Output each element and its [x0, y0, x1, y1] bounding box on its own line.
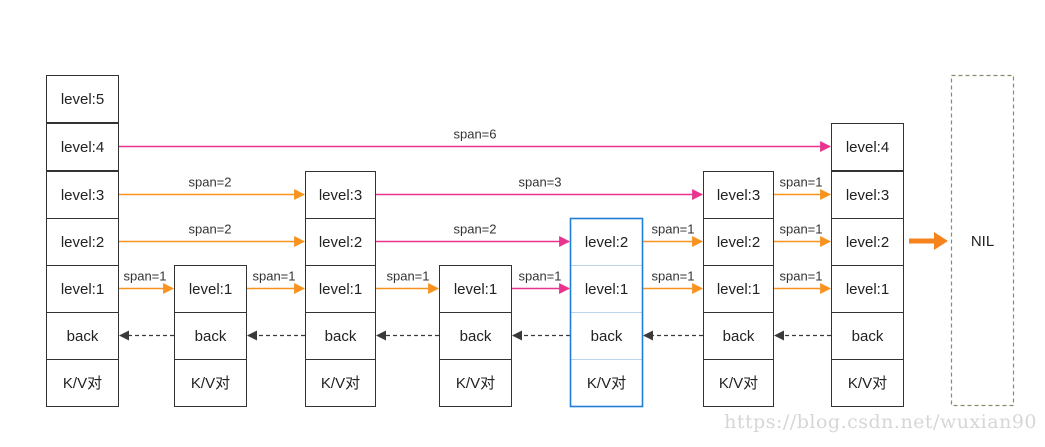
node-border	[305, 171, 376, 407]
span-label: span=1	[779, 222, 822, 237]
node-cell	[439, 265, 512, 313]
nil-node: NIL	[950, 74, 1015, 407]
cell-label: level:3	[61, 187, 104, 204]
span-label: span=1	[651, 222, 694, 237]
cell-label: level:3	[846, 187, 889, 204]
cell-label: level:4	[61, 139, 104, 156]
span-label: span=1	[518, 269, 561, 284]
cell-label: back	[325, 328, 357, 345]
span-label: span=1	[779, 175, 822, 190]
node-border	[46, 75, 119, 407]
cell-label: back	[723, 328, 755, 345]
cell-label: level:1	[717, 281, 760, 298]
cell-label: K/V对	[587, 375, 626, 392]
node-cell	[174, 312, 247, 360]
node-cell	[831, 312, 904, 360]
cell-label: level:1	[846, 281, 889, 298]
arrow-layer	[119, 141, 948, 341]
node-cell	[831, 265, 904, 313]
cell-label: K/V对	[848, 375, 887, 392]
span-label: span=2	[188, 222, 231, 237]
node-border	[174, 265, 247, 407]
span-label: span=2	[453, 222, 496, 237]
cell-label: level:2	[846, 234, 889, 251]
cell-label: level:1	[61, 281, 104, 298]
watermark-text: https://blog.csdn.net/wuxian90	[724, 411, 1037, 433]
node-cell	[439, 359, 512, 407]
nil-box	[950, 74, 1015, 407]
node-cell	[703, 218, 774, 266]
cell-label: back	[460, 328, 492, 345]
span-label: span=3	[518, 175, 561, 190]
span-label: span=1	[252, 269, 295, 284]
nil-label: NIL	[971, 233, 994, 250]
node-cell	[439, 312, 512, 360]
span-label: span=1	[651, 269, 694, 284]
node-cell	[570, 359, 643, 407]
cell-label: K/V对	[191, 375, 230, 392]
cell-label: level:2	[61, 234, 104, 251]
node-cell	[305, 265, 376, 313]
cell-label: level:3	[717, 187, 760, 204]
node-cell	[831, 123, 904, 171]
skiplist-node: level:5 level:4 level:3 level:2 level:1 backK…	[46, 75, 119, 407]
cell-label: K/V对	[63, 375, 102, 392]
label-layer: span=6 span=2 span=2 span=1 span=1 span=3 span…	[123, 127, 822, 284]
node-cell	[46, 312, 119, 360]
node-cell	[703, 312, 774, 360]
node-cell	[46, 218, 119, 266]
cell-label: level:3	[319, 187, 362, 204]
node-cell	[46, 265, 119, 313]
cell-label: K/V对	[321, 375, 360, 392]
cell-label: level:5	[61, 91, 104, 108]
node-cell	[46, 171, 119, 219]
span-label: span=6	[453, 127, 496, 142]
node-border	[831, 123, 904, 407]
span-label: span=2	[188, 175, 231, 190]
cell-label: level:2	[585, 234, 628, 251]
node-cell	[46, 123, 119, 171]
cell-label: back	[67, 328, 99, 345]
span-label: span=1	[123, 269, 166, 284]
node-border	[703, 171, 774, 407]
node-border	[439, 265, 512, 407]
span-label: span=1	[779, 269, 822, 284]
cell-label: back	[591, 328, 623, 345]
cell-label: level:1	[319, 281, 362, 298]
cell-label: level:1	[454, 281, 497, 298]
cell-label: back	[195, 328, 227, 345]
node-cell	[831, 171, 904, 219]
cell-label: level:4	[846, 139, 889, 156]
cell-label: K/V对	[719, 375, 758, 392]
cell-label: back	[852, 328, 884, 345]
node-cell	[831, 359, 904, 407]
cell-label: level:2	[717, 234, 760, 251]
highlighted-node-border	[569, 217, 644, 408]
nil-arrow-head	[934, 232, 948, 250]
cell-label: K/V对	[456, 375, 495, 392]
node-cell	[174, 359, 247, 407]
cell-label: level:2	[319, 234, 362, 251]
span-label: span=1	[386, 269, 429, 284]
node-layer: level:5 level:4 level:3 level:2 level:1 backK…	[46, 74, 1015, 408]
cell-label: level:1	[189, 281, 232, 298]
cell-label: level:1	[585, 281, 628, 298]
